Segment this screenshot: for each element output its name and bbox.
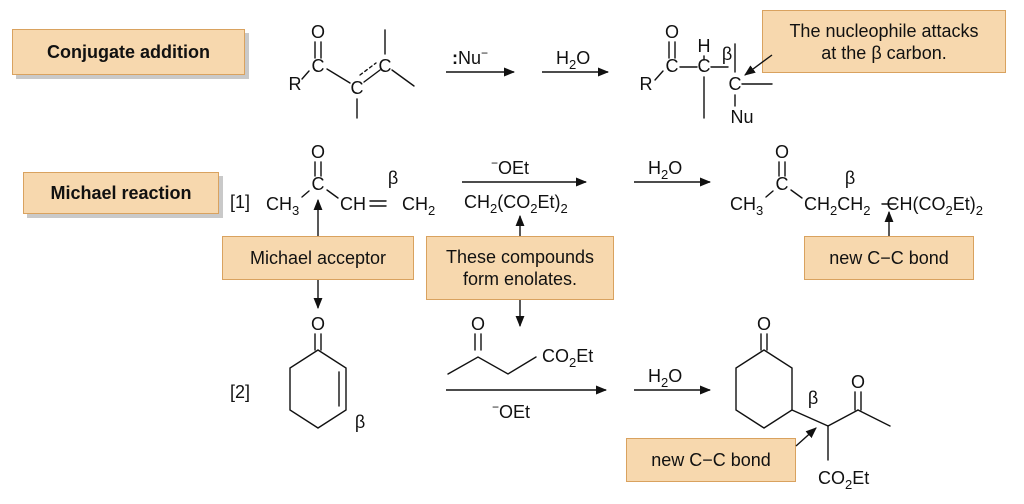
product-1-o: O: [775, 142, 789, 162]
nucleophile-pointer: [744, 54, 773, 76]
reactant-beta-c: C: [379, 56, 392, 76]
reaction-2-label: [2]: [230, 382, 250, 402]
cyclohexenone-beta: β: [355, 412, 365, 432]
enolates-callout-line-1: These compounds: [445, 247, 595, 267]
new-bond-pointer-2: [795, 427, 817, 447]
acceptor-ch3: CH3: [266, 194, 299, 218]
nucleophile-callout-line-1: The nucleophile attacks: [789, 20, 979, 41]
reactant-o: O: [311, 22, 325, 42]
acceptor-c: C: [312, 174, 325, 194]
ketoester-ester: CO2Et: [542, 346, 593, 370]
reactant-alpha-c: C: [351, 78, 364, 98]
reagent-malonate: CH2(CO2Et)2: [464, 192, 568, 216]
product-1-c: C: [776, 174, 789, 194]
product-2-ester: CO2Et: [818, 468, 869, 492]
michael-product-2: O β O CO2Et: [735, 314, 891, 492]
michael-reaction-heading: Michael reaction: [23, 172, 219, 214]
product-h: H: [698, 36, 711, 56]
new-bond-callout-2: new C−C bond: [626, 438, 796, 482]
product-r: R: [640, 74, 653, 94]
product-beta-c: C: [729, 74, 742, 94]
ketoester-o: O: [471, 314, 485, 334]
enolates-callout: These compounds form enolates.: [426, 236, 614, 300]
product-carbonyl-c: C: [666, 56, 679, 76]
reaction-1-label: [1]: [230, 192, 250, 212]
reagent-ethoxide-2: −OEt: [492, 400, 530, 422]
ketoester-donor: O CO2Et: [447, 314, 593, 375]
product-2-ketone-o: O: [851, 372, 865, 392]
nucleophile-callout: The nucleophile attacks at the β carbon.: [762, 10, 1006, 73]
nucleophile-callout-line-2: at the β carbon.: [821, 42, 947, 63]
new-bond-callout-1: new C−C bond: [804, 236, 974, 280]
product-o: O: [665, 22, 679, 42]
product-1-ch3: CH3: [730, 194, 763, 218]
reactant-r: R: [289, 74, 302, 94]
acceptor-o: O: [311, 142, 325, 162]
reagent-ethoxide-1: −OEt: [491, 156, 529, 178]
product-alpha-c: C: [698, 56, 711, 76]
reagent-water-2: H2O: [648, 158, 682, 182]
cyclohexenone: O β: [289, 314, 365, 432]
product-nu: Nu: [730, 107, 753, 127]
product-2-beta: β: [808, 388, 818, 408]
reagent-nucleophile: :Nu−: [452, 46, 488, 68]
conjugate-reactant: O C R C C: [289, 22, 415, 119]
conjugate-product: O C R H C β C Nu: [640, 22, 773, 127]
enolates-callout-line-2: form enolates.: [462, 269, 578, 289]
conjugate-addition-heading: Conjugate addition: [12, 29, 245, 75]
reagent-water-1: H2O: [556, 48, 590, 72]
product-1-beta: β: [845, 168, 855, 188]
product-beta: β: [722, 44, 732, 64]
acceptor-beta: β: [388, 168, 398, 188]
cyclohexenone-o: O: [311, 314, 325, 334]
product-2-ring-o: O: [757, 314, 771, 334]
michael-acceptor-callout: Michael acceptor: [222, 236, 414, 280]
reactant-carbonyl-c: C: [312, 56, 325, 76]
reagent-water-3: H2O: [648, 366, 682, 390]
